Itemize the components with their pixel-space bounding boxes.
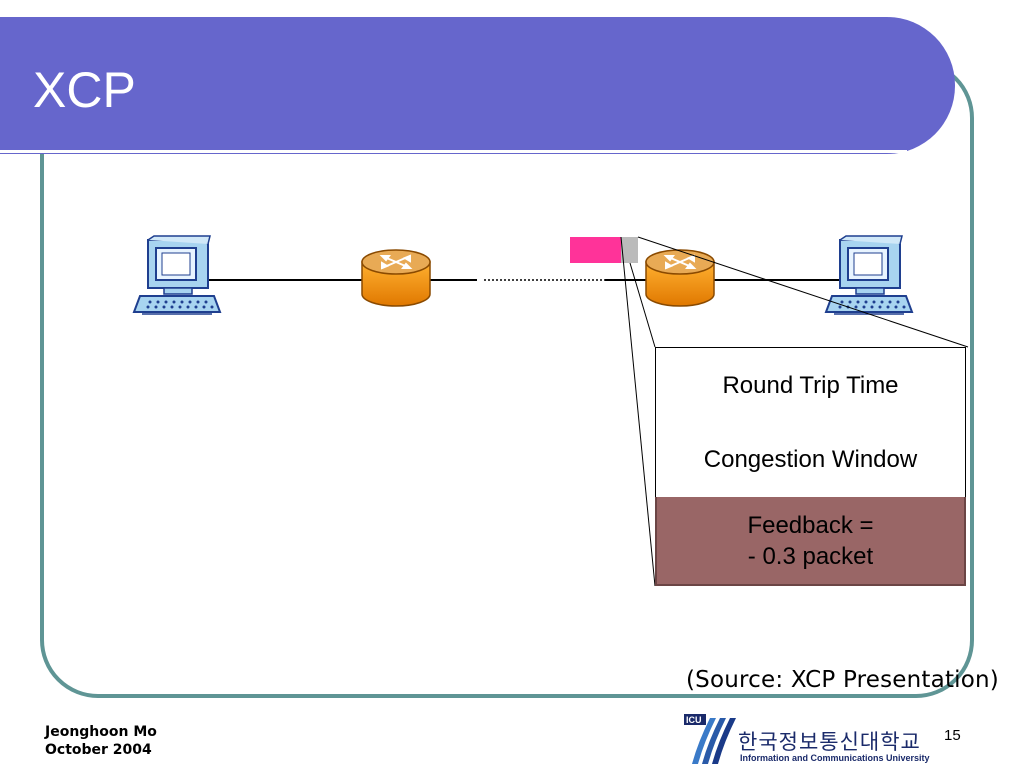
router-icon [645, 249, 715, 307]
computer-icon [825, 235, 913, 315]
title-bar: XCP [0, 17, 955, 154]
header-field-feedback: Feedback = - 0.3 packet [655, 497, 966, 586]
presentation-date: October 2004 [45, 742, 152, 758]
zoom-line [629, 262, 656, 348]
packet-payload [570, 237, 621, 263]
router-icon [361, 249, 431, 307]
slide-title: XCP [33, 62, 136, 118]
source-caption: (Source: XCP Presentation) [686, 667, 999, 693]
zoom-line [637, 236, 969, 348]
university-english-name: Information and Communications Universit… [740, 753, 930, 763]
computer-icon [133, 235, 221, 315]
university-korean-name: 한국정보통신대학교 [738, 730, 921, 754]
title-underline [0, 150, 907, 153]
university-logo-icon: ICU [684, 714, 736, 764]
packet-header [621, 237, 638, 263]
header-field-rtt: Round Trip Time [655, 347, 966, 423]
page-number: 15 [944, 727, 961, 744]
author-block: Jeonghoon Mo October 2004 [45, 723, 157, 759]
author-name: Jeonghoon Mo [45, 724, 157, 740]
logo-badge: ICU [686, 715, 702, 725]
header-field-cwnd: Congestion Window [655, 422, 966, 498]
zoom-line [620, 236, 656, 587]
